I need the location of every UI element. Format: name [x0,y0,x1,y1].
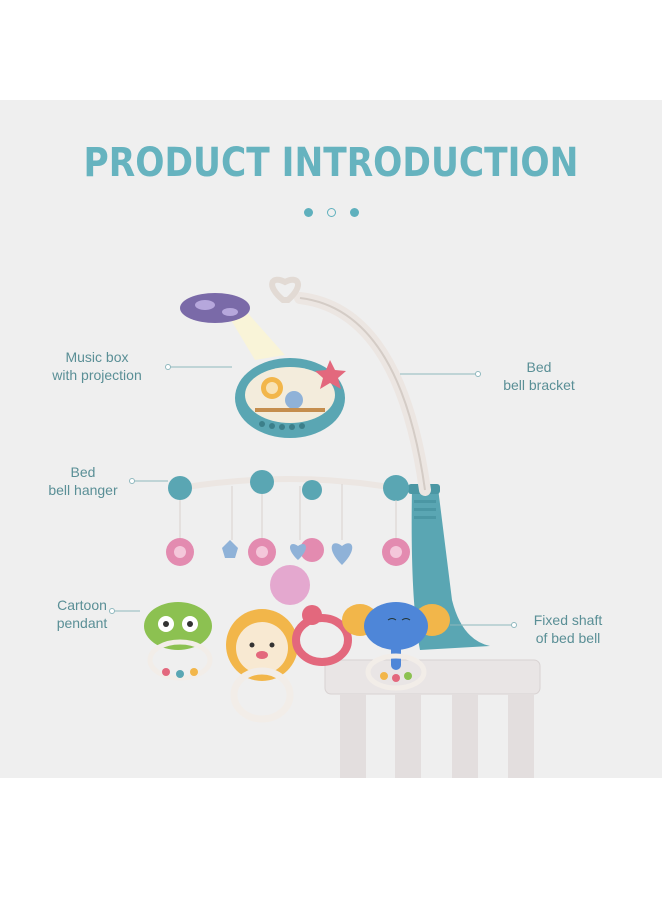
callout-line: bell bracket [503,377,575,393]
callout-line: Music box [65,349,129,365]
callout-line: Bed [526,359,552,375]
callout-line: bell hanger [48,482,118,498]
bell-hanger [168,470,409,501]
callout-line: Fixed shaft [533,612,603,628]
projection-beam [225,310,285,360]
callout-music-box: Music box with projection [36,348,158,384]
pendant-strings [179,484,397,540]
pagination-dot-active[interactable] [326,208,336,217]
projection-disc [180,293,250,323]
callout-line: with projection [52,367,142,383]
music-box [235,358,346,438]
star-charm-icon [222,540,238,558]
callout-leaders [109,364,517,628]
callout-line: Cartoon [57,597,107,613]
callout-line: of bed bell [535,630,601,646]
callout-bracket: Bed bell bracket [490,358,588,394]
elephant-pendant [342,602,450,691]
crab-pendant [292,605,352,666]
crib-rail [324,659,541,778]
pagination-dots [0,208,662,217]
heart-hook [269,276,301,303]
page-title: PRODUCT INTRODUCTION [83,140,579,186]
callout-line: Bed [70,464,96,480]
callout-shaft: Fixed shaft of bed bell [520,611,616,647]
callout-pendant: Cartoon pendant [42,596,122,632]
pagination-dot[interactable] [303,208,313,217]
heart-charm-icon [331,543,353,565]
bracket-edge [299,297,426,491]
pagination-dot[interactable] [349,208,359,217]
callout-line: pendant [56,615,108,631]
callout-hanger: Bed bell hanger [38,463,128,499]
star-button-icon [315,360,346,389]
lion-pendant [226,609,298,723]
owl-pendant [144,602,213,681]
hanging-charms [166,538,410,605]
